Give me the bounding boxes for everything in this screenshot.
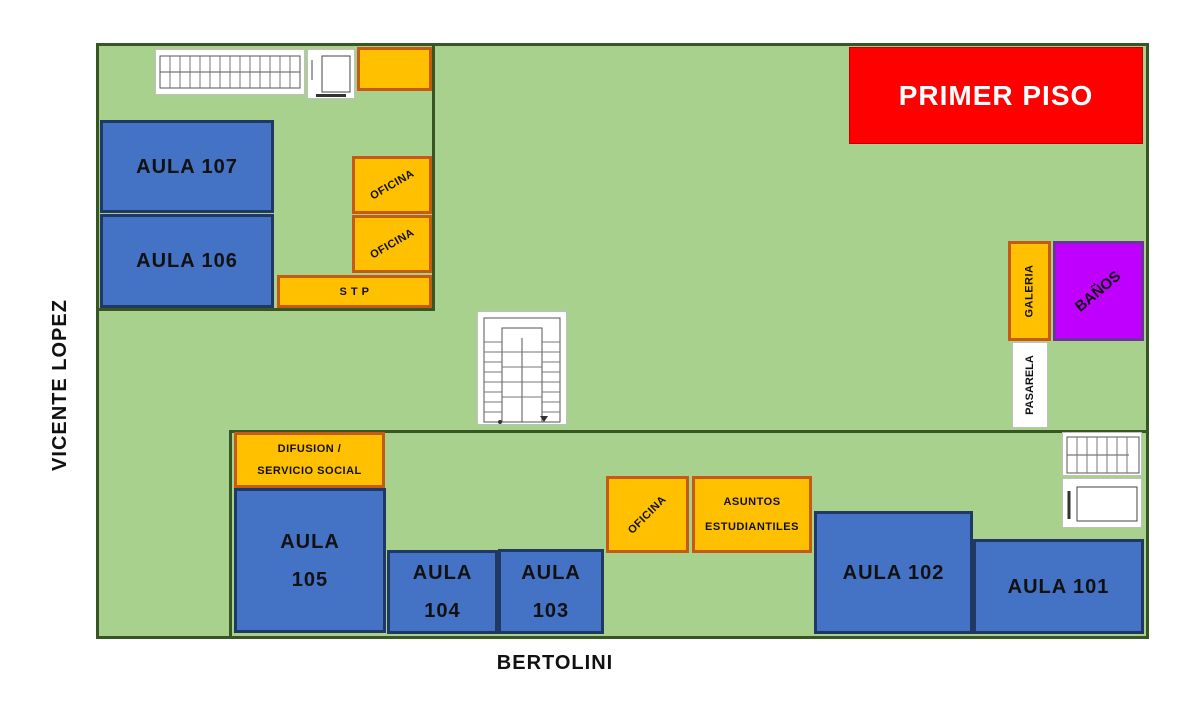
aula-104-label: AULA 104: [412, 562, 473, 622]
aula-106-label: AULA 106: [136, 250, 238, 272]
elevator-icon: [311, 55, 351, 97]
elevator-right-icon: [1067, 486, 1138, 522]
pasarela-label: PASARELA: [1024, 355, 1037, 415]
street-left-label: VICENTE LOPEZ: [49, 285, 79, 485]
staircase-right-icon: [1066, 436, 1140, 474]
difusion-label: DIFUSION / SERVICIO SOCIAL: [257, 443, 362, 477]
oficina-bottom-label: OFICINA: [626, 493, 669, 536]
aula-103: AULA 103: [498, 549, 604, 634]
banos-label: BAÑOS: [1072, 267, 1125, 315]
street-bottom-text: BERTOLINI: [496, 652, 614, 674]
street-bottom-label: BERTOLINI: [455, 652, 655, 680]
aula-107-label: AULA 107: [136, 155, 238, 178]
aula-102-label: AULA 102: [842, 561, 945, 584]
asuntos-estudiantiles: ASUNTOS ESTUDIANTILES: [692, 476, 812, 553]
aula-103-label: AULA 103: [521, 561, 581, 622]
oficina-mid: OFICINA: [352, 215, 432, 273]
aula-101-label: AULA 101: [1007, 575, 1110, 598]
aula-105: AULA 105: [234, 488, 386, 633]
staircase-top: [155, 49, 305, 95]
aula-106: AULA 106: [100, 214, 274, 308]
aula-105-label: AULA 105: [280, 530, 340, 591]
banos: BAÑOS: [1053, 241, 1144, 341]
staircase-top-icon: [159, 55, 301, 89]
storage-room-top: [357, 47, 432, 91]
west-wing-outline: [96, 43, 435, 311]
elevator-top: [307, 49, 355, 99]
staircase-center-icon: [483, 317, 561, 424]
elevator-right: [1062, 478, 1142, 528]
oficina-top-label: OFICINA: [367, 167, 417, 203]
stp-label: S T P: [339, 285, 370, 298]
staircase-center: [477, 311, 567, 425]
aula-107: AULA 107: [100, 120, 274, 213]
street-left-text: VICENTE LOPEZ: [49, 299, 71, 471]
aula-102: AULA 102: [814, 511, 973, 634]
pasarela: PASARELA: [1012, 342, 1048, 428]
asuntos-label: ASUNTOS ESTUDIANTILES: [705, 496, 799, 533]
aula-101: AULA 101: [973, 539, 1144, 634]
difusion-servicio-social: DIFUSION / SERVICIO SOCIAL: [234, 432, 385, 488]
galeria-label: GALERIA: [1023, 264, 1036, 318]
oficina-top: OFICINA: [352, 156, 432, 214]
staircase-right: [1062, 432, 1142, 476]
south-wing-outline: [229, 430, 1149, 639]
floor-title: PRIMER PISO: [849, 47, 1143, 144]
stp-office: S T P: [277, 275, 432, 308]
aula-104: AULA 104: [387, 550, 498, 634]
oficina-mid-label: OFICINA: [367, 226, 417, 262]
galeria: GALERIA: [1008, 241, 1051, 341]
oficina-bottom: OFICINA: [606, 476, 689, 553]
